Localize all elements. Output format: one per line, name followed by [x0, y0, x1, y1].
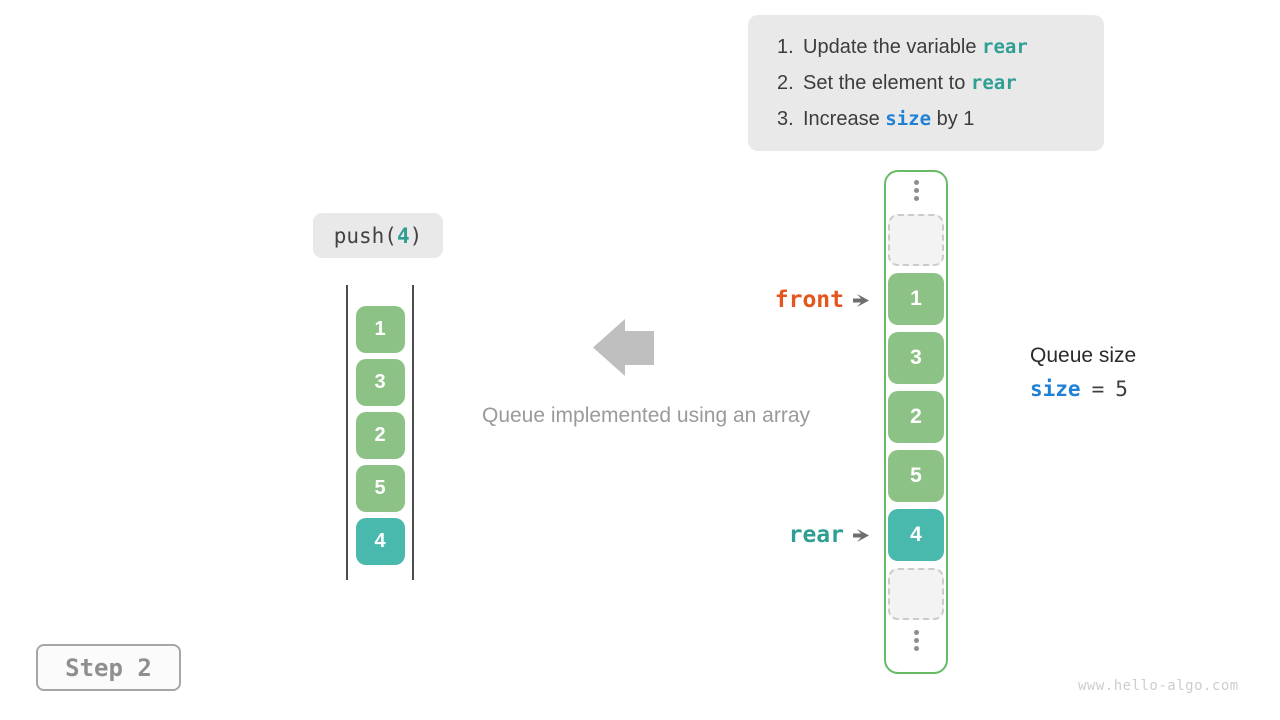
vertical-ellipsis-icon: [886, 180, 946, 201]
empty-slot: [888, 568, 944, 620]
instruction-step-2: 2. Set the element to rear: [777, 65, 1104, 101]
step-badge: Step 2: [36, 644, 181, 691]
operation-argument: 4: [396, 223, 410, 248]
front-label-text: front: [774, 287, 844, 313]
queue-size-title: Queue size: [1030, 344, 1137, 367]
arrow-left-icon: [593, 319, 654, 376]
watermark: www.hello-algo.com: [1078, 678, 1239, 694]
queue-element: 3: [355, 359, 405, 406]
operation-suffix: ): [409, 223, 423, 248]
rear-label-text: rear: [788, 522, 844, 548]
size-variable: size: [1030, 377, 1081, 401]
queue-element: 5: [355, 465, 405, 512]
array-cell: 3: [888, 332, 944, 384]
vertical-ellipsis-icon: [886, 630, 946, 651]
figure-caption: Queue implemented using an array: [481, 404, 811, 427]
size-value: 5: [1115, 377, 1128, 401]
code-token-rear: rear: [970, 72, 1017, 94]
operation-label: push(4): [313, 213, 443, 258]
queue-element-new: 4: [355, 518, 405, 565]
queue-element: 1: [355, 306, 405, 353]
step-text-after: by 1: [931, 108, 975, 130]
empty-slot: [888, 214, 944, 266]
code-token-rear: rear: [982, 36, 1028, 58]
step-number: 1.: [777, 36, 794, 58]
step-number: 2.: [777, 72, 794, 94]
array-container: 1 3 2 5 4: [884, 170, 948, 674]
code-token-size: size: [885, 108, 932, 130]
pointer-arrow-icon: [853, 293, 869, 307]
queue-element: 2: [355, 412, 405, 459]
rear-pointer-label: rear: [752, 522, 870, 548]
array-cell: 2: [888, 391, 944, 443]
instruction-step-3: 3. Increase size by 1: [777, 101, 1104, 137]
abstract-queue-view: 1 3 2 5 4: [346, 285, 414, 580]
array-cell-new: 4: [888, 509, 944, 561]
instruction-step-1: 1. Update the variable rear: [777, 29, 1104, 65]
step-text: Update the variable: [803, 36, 983, 58]
queue-size-value-line: size = 5: [1030, 377, 1136, 401]
array-cell: 1: [888, 273, 944, 325]
step-number: 3.: [777, 108, 794, 130]
operation-prefix: push(: [333, 223, 397, 248]
instruction-panel: 1. Update the variable rear 2. Set the ele…: [748, 15, 1104, 151]
array-cell: 5: [888, 450, 944, 502]
step-text: Increase: [803, 108, 886, 130]
step-text: Set the element to: [803, 72, 971, 94]
pointer-arrow-icon: [853, 528, 869, 542]
queue-size-panel: Queue size size = 5: [1030, 344, 1136, 401]
equals-sign: =: [1091, 377, 1105, 401]
front-pointer-label: front: [752, 287, 870, 313]
